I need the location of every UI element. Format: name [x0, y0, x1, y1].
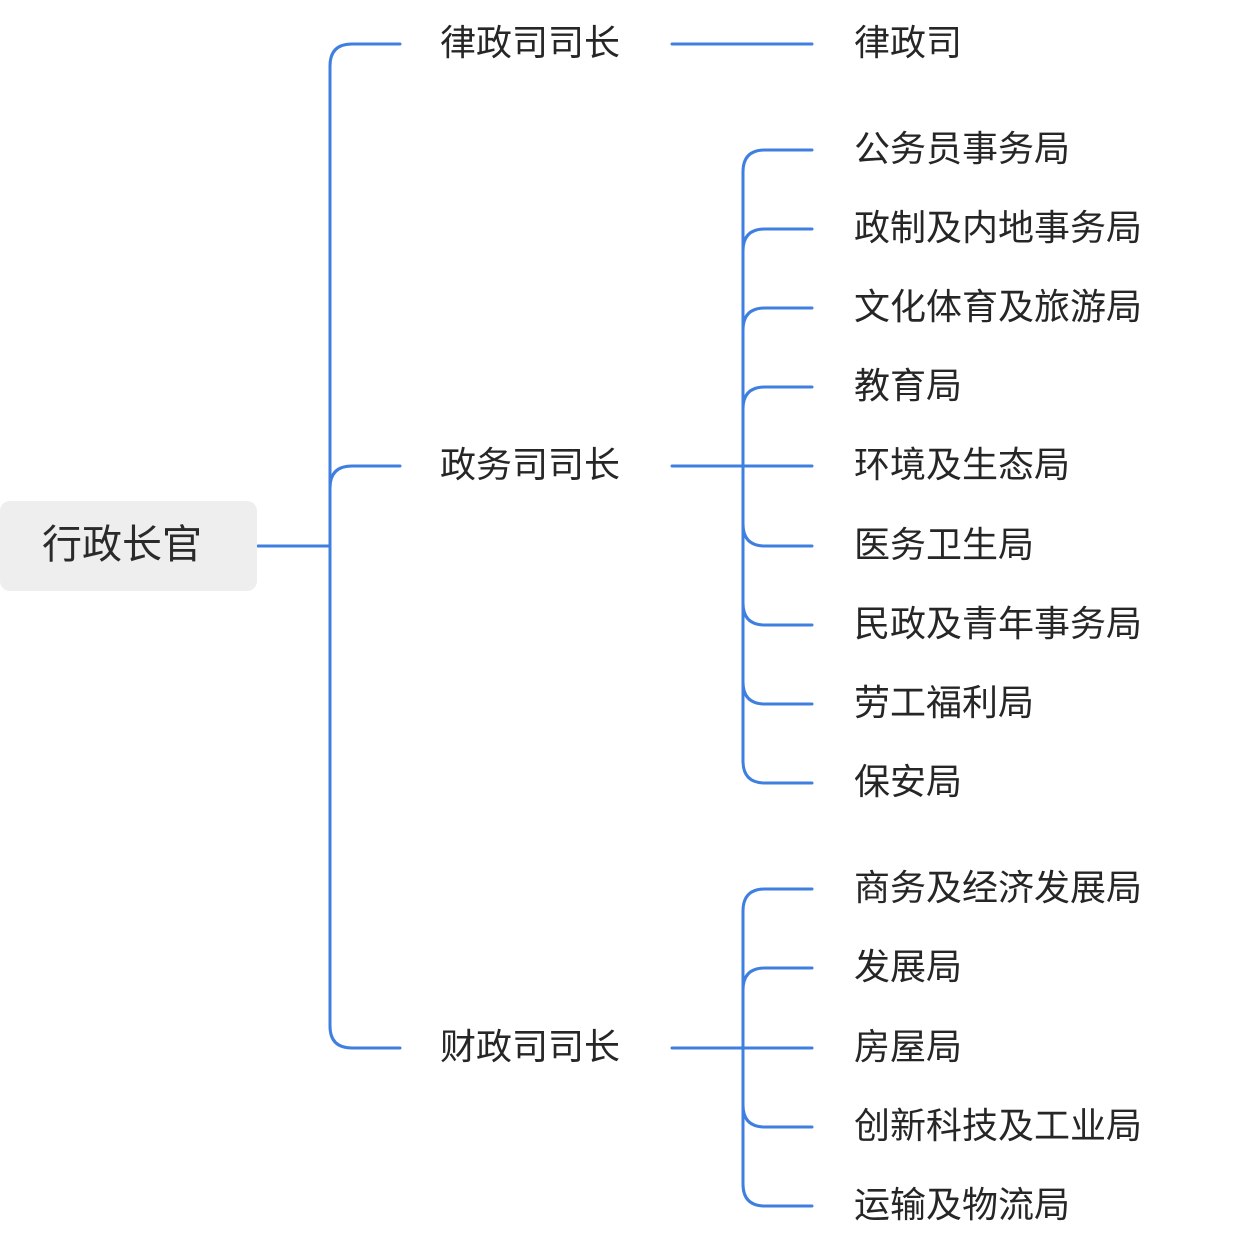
leaf-node-label: 环境及生态局: [854, 445, 1071, 486]
leaf-connector: [741, 1103, 814, 1129]
leaf-node-label: 保安局: [854, 762, 963, 803]
leaf-connector: [741, 385, 814, 411]
branch-node-label: 财政司司长: [440, 1027, 621, 1068]
branch-connector: [328, 42, 402, 68]
leaf-node-label: 房屋局: [854, 1027, 963, 1068]
leaf-node-label: 运输及物流局: [854, 1185, 1071, 1226]
leaf-connector: [741, 148, 814, 174]
leaf-connector: [741, 966, 814, 992]
leaf-connector: [741, 1182, 814, 1208]
leaf-node-label: 教育局: [854, 366, 963, 407]
root-node: [0, 501, 257, 591]
leaf-connector: [741, 759, 814, 785]
leaf-node-label: 发展局: [854, 947, 963, 988]
leaf-node-label: 文化体育及旅游局: [854, 287, 1143, 328]
leaf-node-label: 公务员事务局: [854, 129, 1071, 170]
leaf-node-label: 政制及内地事务局: [854, 208, 1143, 249]
leaf-connector: [741, 227, 814, 253]
leaf-connector: [741, 522, 814, 548]
leaf-connector: [741, 887, 814, 913]
leaf-node-label: 律政司: [854, 23, 963, 64]
leaf-node-label: 商务及经济发展局: [854, 868, 1143, 909]
branch-node-label: 政务司司长: [440, 445, 621, 486]
leaf-connector: [741, 680, 814, 706]
leaf-node-label: 创新科技及工业局: [854, 1106, 1143, 1147]
root-node-label: 行政长官: [42, 522, 202, 568]
leaf-node-label: 民政及青年事务局: [854, 604, 1143, 645]
leaf-connector: [741, 601, 814, 627]
branch-node-label: 律政司司长: [440, 23, 621, 64]
leaf-node-label: 劳工福利局: [854, 683, 1035, 724]
branch-connector: [328, 1024, 402, 1050]
leaf-connector: [741, 306, 814, 332]
leaf-node-label: 医务卫生局: [854, 525, 1035, 566]
branch-connector: [328, 464, 402, 490]
